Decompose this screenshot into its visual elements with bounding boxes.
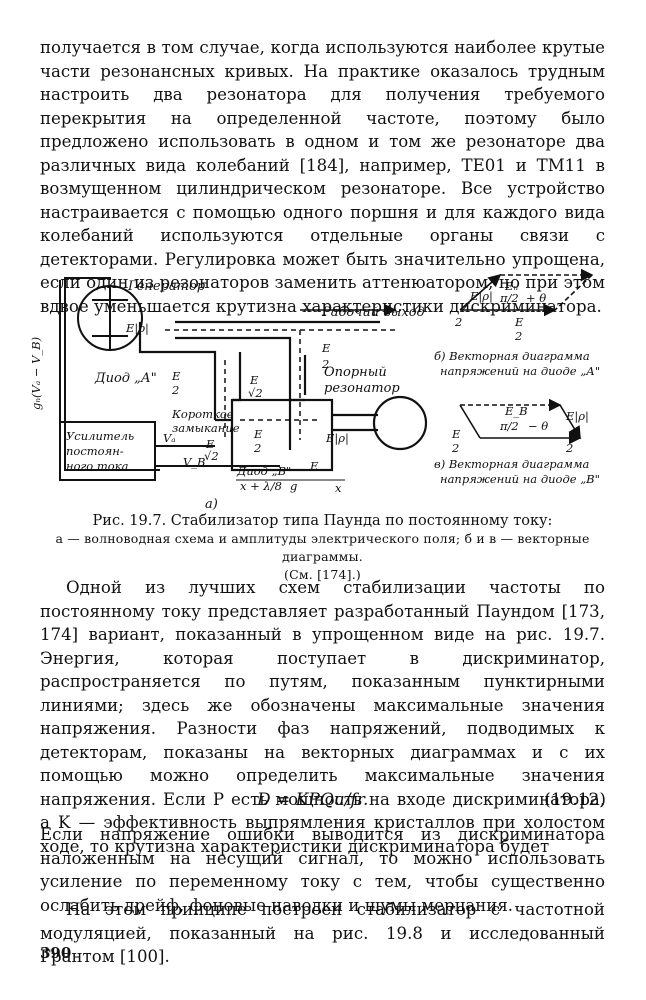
- label-e-half-4: E: [309, 459, 319, 473]
- label-e-sqrt-1: E: [249, 373, 259, 387]
- vb-e-rho: E|ρ|: [469, 289, 493, 304]
- vc-caption-1: в) Векторная диаграмма: [434, 457, 590, 471]
- vb-caption-2: напряжений на диоде „А": [440, 364, 600, 378]
- equation-number: (19.12): [544, 790, 606, 810]
- paragraph-3: Если напряжение ошибки выводится из диск…: [40, 825, 605, 915]
- vb-two: 2: [454, 315, 462, 329]
- control-loop: [59, 277, 280, 481]
- label-reference-1: Опорный: [324, 365, 387, 380]
- label-vb: V_B: [183, 455, 206, 469]
- label-reference-2: резонатор: [324, 381, 400, 396]
- label-e-half-3: E: [253, 427, 263, 441]
- equation-formula: D = KPQu/fr.: [257, 790, 369, 810]
- label-two-1: 2: [171, 383, 179, 397]
- label-amplifier-1: Усилитель: [66, 429, 134, 443]
- paragraph-4: На этом принципе построен стабилизатор с…: [40, 900, 605, 966]
- figure-19-7: Генератор Рабочий выход Диод „А" Опорный…: [29, 268, 600, 512]
- label-generator: Генератор: [127, 279, 206, 294]
- vb-two2: 2: [514, 329, 522, 343]
- label-e-rho: E|ρ|: [125, 321, 149, 336]
- figure-caption: Рис. 19.7. Стабилизатор типа Паунда по п…: [40, 512, 605, 584]
- vb-e: E: [514, 315, 524, 329]
- label-x: x: [335, 481, 342, 495]
- label-diode-b: Диод „В": [236, 464, 291, 478]
- label-e-half-1: E: [171, 369, 181, 383]
- vc-two: 2: [451, 441, 459, 455]
- waveguide: [138, 320, 428, 472]
- label-amplifier-2: постоян-: [66, 444, 124, 458]
- label-sqrt2-1: √2: [248, 386, 263, 400]
- caption-sub-1: а — волноводная схема и амплитуды электр…: [55, 531, 590, 564]
- energy-path: [165, 329, 395, 440]
- equation-19-12: D = KPQu/fr. (19.12): [0, 790, 646, 814]
- vc-eb: E_B: [504, 404, 528, 418]
- label-two-3: 2: [253, 441, 261, 455]
- paragraph-1: получается в том случае, когда использую…: [40, 38, 605, 316]
- label-a: а): [205, 497, 218, 512]
- label-g-small: g: [290, 479, 297, 493]
- label-diode-a: Диод „А": [94, 371, 157, 386]
- label-work-output: Рабочий выход: [321, 305, 425, 320]
- vc-two2: 2: [565, 441, 573, 455]
- caption-main: Рис. 19.7. Стабилизатор типа Паунда по п…: [92, 513, 553, 529]
- vc-pi: π/2: [499, 419, 519, 433]
- label-e-rho-2: E|ρ|: [325, 431, 349, 446]
- label-short-2: замыкание: [172, 421, 240, 435]
- vb-caption-1: б) Векторная диаграмма: [434, 349, 590, 363]
- generator-tube: [77, 285, 143, 351]
- vc-caption-2: напряжений на диоде „В": [440, 472, 600, 486]
- caption-sub-2: (См. [174].): [284, 567, 361, 582]
- label-short-1: Короткое: [171, 407, 234, 421]
- vb-pi: π/2: [499, 291, 519, 305]
- vector-diagram-c: [459, 398, 582, 445]
- label-e-sqrt-2: E: [205, 437, 215, 451]
- label-sqrt2-2: √2: [204, 449, 219, 463]
- vb-theta: + θ: [526, 291, 546, 305]
- vc-e-rho: E|ρ|: [565, 409, 589, 424]
- vc-e: E: [451, 427, 461, 441]
- label-g: gₙ(Vₐ − V_B): [29, 337, 43, 410]
- label-lambda: x + λ/8: [240, 479, 282, 493]
- label-va: Vₐ: [163, 431, 176, 445]
- label-two-2: 2: [321, 357, 329, 371]
- vector-diagram-b: [459, 268, 594, 317]
- vb-en: Eₙ: [504, 279, 518, 293]
- paragraph-2: Одной из лучших схем стабилизации частот…: [40, 578, 605, 856]
- label-e-half-2: E: [321, 341, 331, 355]
- page-number: 390: [40, 944, 72, 962]
- label-amplifier-3: ного тока: [66, 459, 129, 473]
- vc-theta: − θ: [528, 419, 548, 433]
